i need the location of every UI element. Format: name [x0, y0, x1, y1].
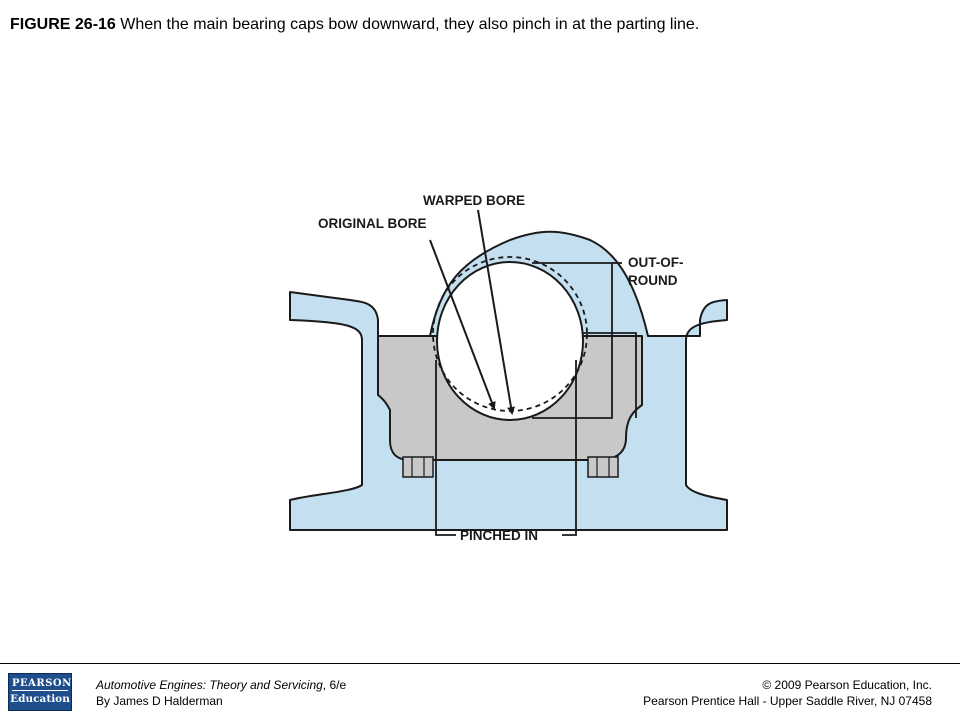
pearson-logo: PEARSON Education — [8, 673, 72, 711]
figure-label: FIGURE 26-16 — [10, 16, 116, 33]
logo-line-education: Education — [10, 693, 70, 705]
book-edition: , 6/e — [322, 678, 347, 692]
original-bore-arrow — [429, 239, 496, 410]
publisher-line: Pearson Prentice Hall - Upper Saddle Riv… — [643, 694, 932, 708]
pinched-in-bracket — [435, 360, 456, 536]
right-bolt-head — [587, 456, 619, 478]
out-of-round-label-line2: ROUND — [628, 273, 678, 288]
warped-bore — [436, 261, 584, 421]
logo-line-pearson: PEARSON — [12, 678, 72, 691]
book-credit: Automotive Engines: Theory and Servicing… — [96, 677, 346, 709]
original-bore-label: ORIGINAL BORE — [318, 216, 427, 231]
book-author: By James D Halderman — [96, 694, 223, 708]
out-of-round-bracket-horizontal — [582, 332, 637, 418]
pinched-in-bracket-right — [562, 360, 577, 536]
copyright-block: © 2009 Pearson Education, Inc. Pearson P… — [643, 677, 932, 709]
left-bolt-head — [402, 456, 434, 478]
out-of-round-bracket-vertical — [532, 262, 613, 419]
figure-caption: FIGURE 26-16 When the main bearing caps … — [10, 15, 950, 35]
warped-bore-arrow — [477, 209, 515, 415]
out-of-round-label-line1: OUT-OF- — [628, 255, 684, 270]
footer-divider — [0, 663, 960, 664]
book-title: Automotive Engines: Theory and Servicing — [96, 678, 323, 692]
figure-caption-text: When the main bearing caps bow downward,… — [115, 16, 700, 33]
book-title-line: Automotive Engines: Theory and Servicing… — [96, 677, 346, 693]
warped-bore-label: WARPED BORE — [423, 193, 525, 208]
pinched-in-label: PINCHED IN — [460, 528, 538, 543]
copyright-line: © 2009 Pearson Education, Inc. — [762, 678, 932, 692]
